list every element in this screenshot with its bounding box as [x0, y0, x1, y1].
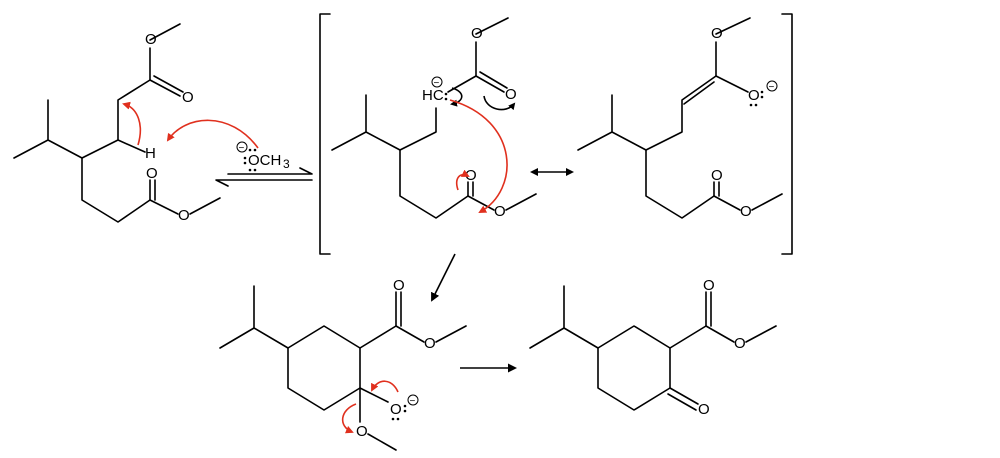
reform-carbonyl-arrow: [371, 380, 399, 393]
alkoxide-charge: −: [410, 396, 416, 407]
m5-ketone-oxygen: O: [698, 401, 710, 418]
m3-ester-oxygen-top: O: [711, 25, 723, 42]
m1-carbonyl-oxygen-bottom: O: [146, 165, 158, 182]
molecule-5-beta-keto-ester: [529, 285, 777, 411]
cyclization-arrow: [431, 253, 456, 302]
molecule-1-diester: [13, 23, 221, 223]
intramolecular-attack-arrow: [449, 99, 508, 213]
molecule-4-tetrahedral-intermediate: [219, 285, 467, 451]
m2-carbonyl-oxygen-bottom: O: [465, 167, 477, 184]
m1-carbonyl-oxygen-top: O: [182, 89, 194, 106]
m2-ester-oxygen-bottom: O: [494, 203, 506, 220]
m1-ester-oxygen-bottom: O: [178, 207, 190, 224]
carbonyl-pi-arrow: [455, 169, 470, 191]
molecule-2-carbanion: [331, 17, 537, 219]
methoxide-subscript: 3: [283, 157, 290, 171]
methoxide-label: OCH: [248, 152, 281, 169]
m3-carbonyl-oxygen-bottom: O: [711, 167, 723, 184]
m4-alkoxide-oxygen: O: [390, 401, 402, 418]
m2-carbanion-hc: HC: [422, 87, 444, 104]
resonance-bracket-left: [319, 13, 331, 255]
m5-carbonyl-oxygen: O: [703, 277, 715, 294]
carbonyl-push-arrow: [483, 95, 516, 111]
deprotonation-arrow: [166, 119, 259, 149]
negative-charge-icon: [236, 141, 248, 153]
carbanion-charge: −: [434, 78, 440, 89]
m2-carbonyl-oxygen-top: O: [505, 86, 517, 103]
methoxide-leaving-arrow: [341, 403, 357, 434]
m5-ester-oxygen: O: [734, 335, 746, 352]
enolate-charge: −: [769, 82, 775, 93]
m4-ester-oxygen: O: [424, 335, 436, 352]
resonance-push-arrow: [450, 87, 463, 107]
charge-sign: −: [239, 143, 245, 154]
m3-enolate-oxygen: O: [748, 87, 760, 104]
m4-carbonyl-oxygen: O: [393, 277, 405, 294]
m3-ester-oxygen-bottom: O: [740, 203, 752, 220]
m1-acidic-hydrogen: H: [145, 145, 156, 162]
m1-ester-oxygen-top: O: [145, 31, 157, 48]
m4-methoxy-oxygen: O: [356, 423, 368, 440]
m2-ester-oxygen-top: O: [471, 25, 483, 42]
ch-bond-electron-arrow: [122, 101, 142, 146]
molecule-3-enolate: [577, 17, 783, 219]
resonance-bracket-right: [781, 13, 793, 255]
methoxide-base: − OCH 3: [236, 141, 290, 172]
equilibrium-arrows: [215, 167, 313, 187]
